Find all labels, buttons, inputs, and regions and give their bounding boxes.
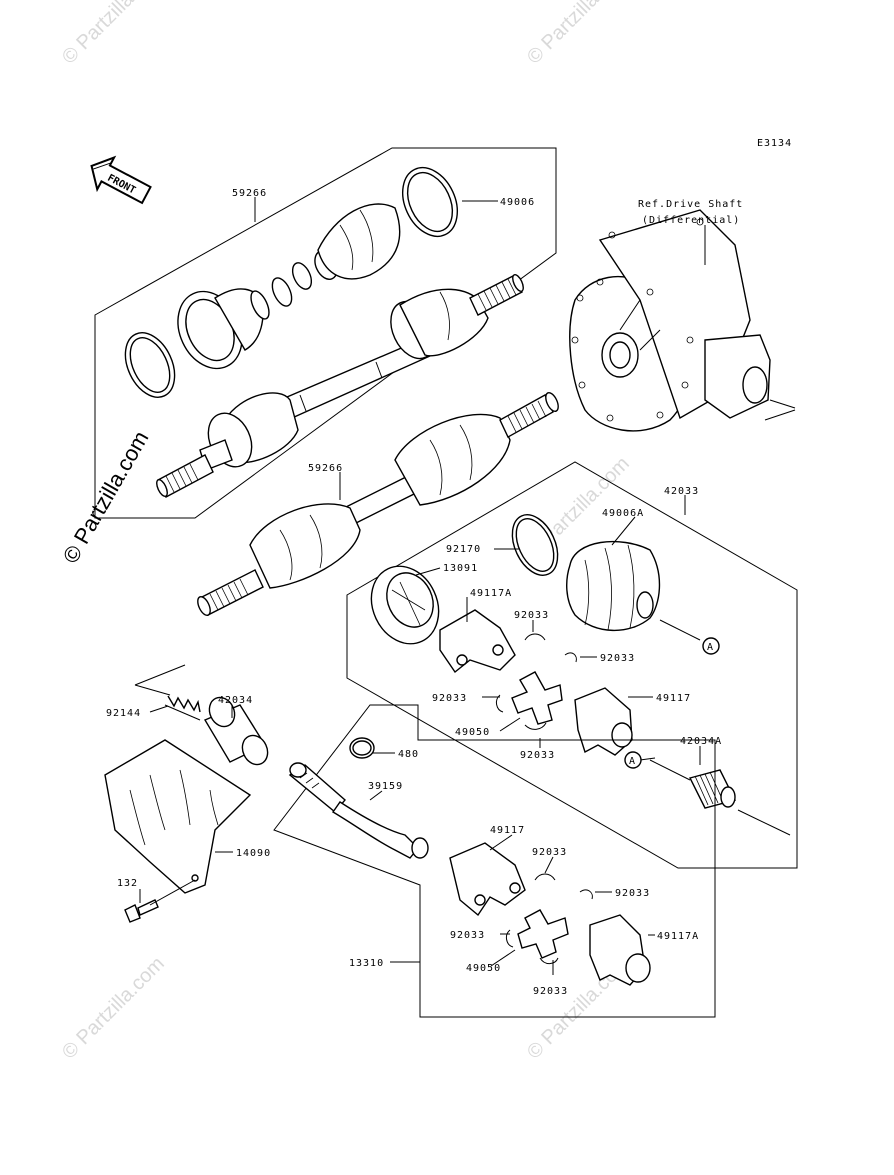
callout-49117-top: 49117 [656,693,691,704]
ref-label-line1: Ref.Drive Shaft [638,199,743,210]
kit-42033-parts [370,514,791,836]
callout-92170: 92170 [446,544,481,555]
callout-59266-upper: 59266 [232,188,267,199]
callout-49050-top: 49050 [455,727,490,738]
marker-a1-label: A [707,642,713,653]
callout-92144: 92144 [106,708,141,719]
callout-92033-b: 92033 [600,653,635,664]
callout-42033: 42033 [664,486,699,497]
callout-480: 480 [398,749,419,760]
callout-42034: 42034 [218,695,253,706]
front-arrow-icon: FRONT [90,155,152,205]
leader-lines [139,197,706,975]
callout-92033-d: 92033 [520,750,555,761]
watermark-tr: © Partzilla.com [523,0,634,69]
callout-13310: 13310 [349,958,384,969]
callout-92033-a: 92033 [514,610,549,621]
callout-59266-lower: 59266 [308,463,343,474]
watermark-tl: © Partzilla.com [58,0,169,69]
marker-a2-label: A [629,756,635,767]
callout-92033-e: 92033 [532,847,567,858]
callouts: 59266 49006 59266 42033 92170 49006A 130… [106,188,722,997]
kit-box-13310 [273,704,716,1018]
lower-axle-shaft [197,391,559,617]
callout-92033-h: 92033 [533,986,568,997]
callout-92033-f: 92033 [615,888,650,899]
callout-14090: 14090 [236,848,271,859]
watermark-bl: © Partzilla.com [58,953,169,1064]
callout-39159: 39159 [368,781,403,792]
boot-kit-59266 [124,250,338,398]
differential-housing [569,209,796,432]
ref-label-line2: (Differential) [642,215,740,226]
circle-marker-a2: A [624,751,642,769]
callout-49117a-top: 49117A [470,588,512,599]
kit-13310-parts [288,737,651,986]
boot-kit-49006 [317,167,458,280]
callout-49117-bottom: 49117 [490,825,525,836]
callout-132: 132 [117,878,138,889]
upper-axle-shaft [156,273,524,498]
callout-92033-g: 92033 [450,930,485,941]
callout-42034a: 42034A [680,736,722,747]
upper-kit-box [94,147,557,519]
callout-92033-c: 92033 [432,693,467,704]
watermark-left-big: © Partzilla.com [58,427,154,568]
callout-49006: 49006 [500,197,535,208]
kit-box-42033 [346,461,798,869]
lower-left-parts [104,664,269,923]
callout-49006a: 49006A [602,508,644,519]
callout-49117a-bottom: 49117A [657,931,699,942]
diagram-code: E3134 [757,138,792,149]
callout-49050-bottom: 49050 [466,963,501,974]
callout-13091: 13091 [443,563,478,574]
circle-marker-a1: A [702,637,720,655]
